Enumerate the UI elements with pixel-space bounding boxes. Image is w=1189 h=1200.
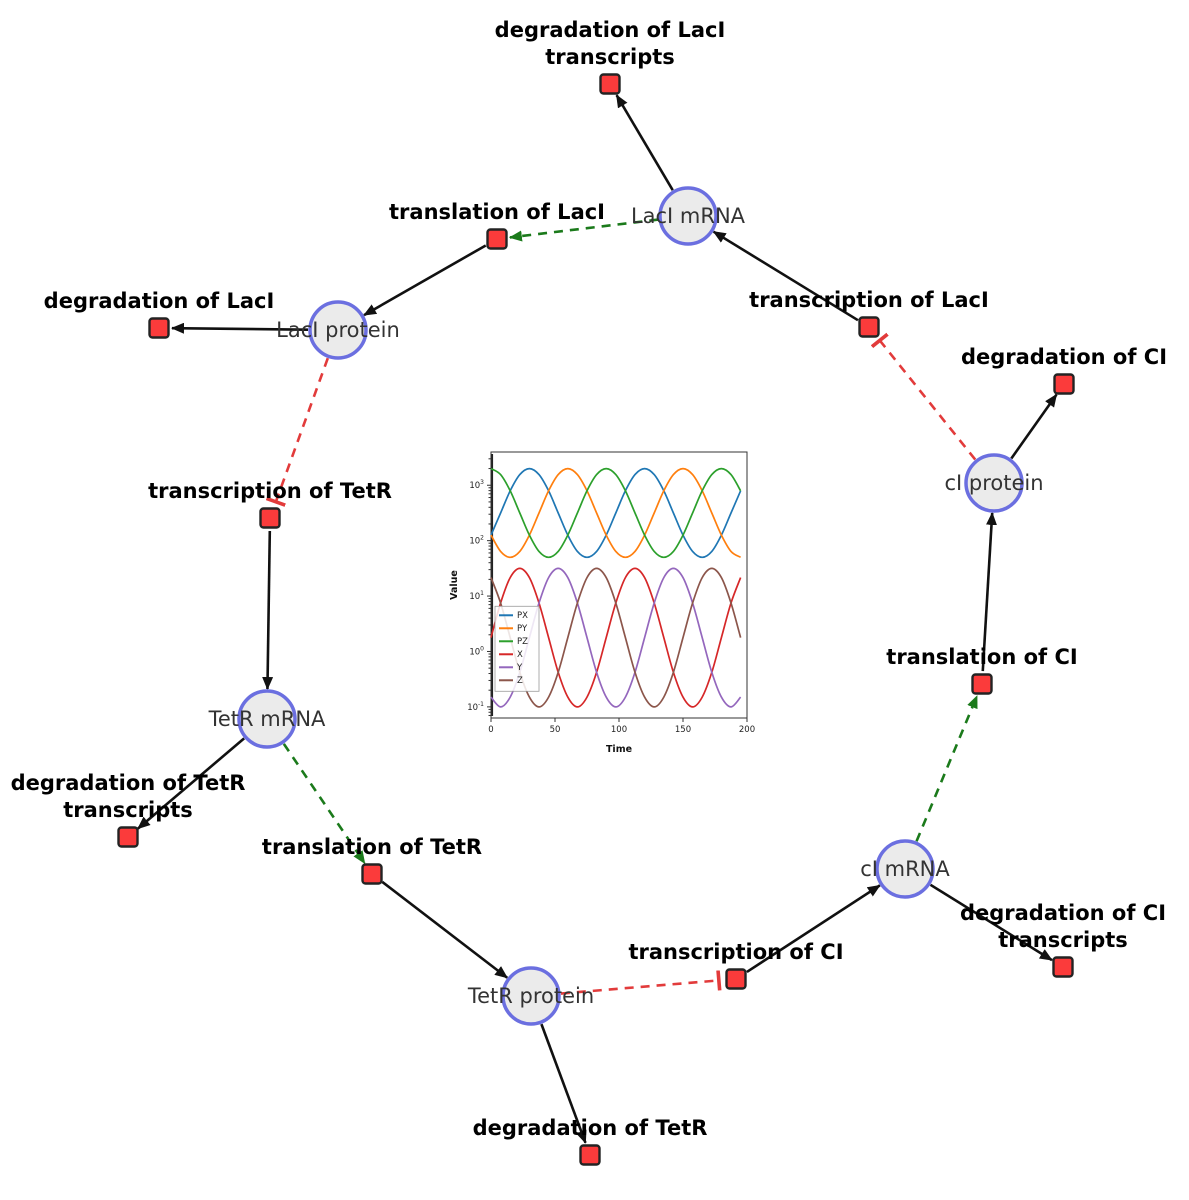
species-label-ci-protein: cI protein (944, 471, 1043, 495)
y-axis-label: Value (449, 570, 460, 600)
species-label-tetr-protein: TetR protein (467, 984, 594, 1008)
edge-production-translation_tetr-to-tetr_protein (381, 880, 508, 979)
legend-box (494, 605, 540, 692)
x-tick-label: 0 (488, 725, 493, 735)
reaction-node-translation-laci (486, 228, 508, 250)
edge-consumption-laci_mrna-to-deg_laci_tx (615, 94, 674, 191)
reaction-label-transcription-tetr: transcription of TetR (148, 479, 392, 503)
species-node-ci-mrna (875, 839, 935, 899)
reaction-node-transcription-ci (725, 968, 747, 990)
edge-modifier-tetr_mrna-to-translation_tetr (282, 743, 366, 865)
species-node-ci-protein (964, 453, 1024, 513)
y-tick-label: 100 (469, 645, 484, 657)
species-label-laci-protein: LacI protein (276, 318, 400, 342)
edge-production-transcription_laci-to-laci_mrna (712, 230, 859, 322)
reaction-label-deg-ci: degradation of CI (961, 345, 1167, 369)
edge-modifier-ci_mrna-to-translation_ci (915, 695, 979, 842)
edges-layer (137, 94, 1058, 1144)
legend-label-pz: PZ (517, 637, 528, 647)
legend-label-x: X (517, 650, 523, 660)
reaction-label-transcription-laci: transcription of LacI (749, 288, 989, 312)
legend-label-px: PX (517, 611, 528, 621)
edge-modifier-laci_mrna-to-translation_laci (508, 218, 659, 242)
legend-label-y: Y (516, 663, 523, 673)
reaction-node-translation-tetr (361, 863, 383, 885)
nodes-layer (117, 73, 1075, 1166)
reaction-node-translation-ci (971, 673, 993, 695)
x-tick-label: 100 (611, 725, 627, 735)
species-label-ci-mrna: cI mRNA (860, 857, 950, 881)
y-tick-label: 10-1 (467, 701, 484, 713)
edge-production-translation_laci-to-laci_protein (363, 244, 487, 317)
edge-consumption-tetr_protein-to-deg_tetr (540, 1023, 587, 1144)
reaction-label-translation-ci: translation of CI (886, 645, 1077, 669)
edge-consumption-tetr_mrna-to-deg_tetr_tx (137, 737, 245, 830)
edge-inhibition-tetr_protein-to-transcription_ci (560, 970, 722, 995)
y-tick-label: 102 (469, 535, 484, 547)
x-tick-label: 150 (675, 725, 691, 735)
series-line-z (490, 567, 742, 708)
reaction-node-transcription-laci (858, 316, 880, 338)
reaction-node-deg-laci (148, 317, 170, 339)
species-node-tetr-protein (501, 966, 561, 1026)
series-line-py (490, 467, 742, 559)
x-tick-label: 200 (739, 725, 755, 735)
reaction-node-transcription-tetr (259, 507, 281, 529)
edge-production-translation_ci-to-ci_protein (981, 511, 997, 672)
species-node-tetr-mrna (237, 689, 297, 749)
edge-production-transcription_ci-to-ci_mrna (746, 884, 881, 973)
reaction-label-deg-tetr: degradation of TetR (473, 1116, 708, 1140)
edge-production-transcription_tetr-to-tetr_mrna (262, 530, 274, 691)
reaction-label-translation-tetr: translation of TetR (262, 835, 482, 859)
reaction-label-translation-laci: translation of LacI (389, 200, 605, 224)
species-label-tetr-mrna: TetR mRNA (208, 707, 326, 731)
reaction-label-deg-laci: degradation of LacI (44, 289, 275, 313)
series-line-pz (490, 467, 742, 559)
reaction-label-transcription-ci: transcription of CI (628, 940, 843, 964)
y-tick-label: 101 (469, 590, 484, 602)
series-line-px (490, 467, 742, 559)
species-node-laci-mrna (658, 186, 718, 246)
reaction-node-deg-ci (1053, 373, 1075, 395)
edge-consumption-laci_protein-to-deg_laci (170, 322, 309, 334)
legend-label-z: Z (517, 676, 523, 686)
edge-consumption-ci_protein-to-deg_ci (1010, 393, 1058, 460)
y-tick-label: 103 (469, 479, 484, 491)
x-tick-label: 50 (550, 725, 561, 735)
species-node-laci-protein (308, 300, 368, 360)
edge-consumption-ci_mrna-to-deg_ci_tx (929, 883, 1053, 962)
x-axis-label: Time (606, 744, 632, 755)
reaction-node-deg-ci-tx (1052, 956, 1074, 978)
species-label-laci-mrna: LacI mRNA (631, 204, 746, 228)
legend-label-py: PY (517, 624, 528, 634)
reaction-node-deg-tetr-tx (117, 826, 139, 848)
reaction-node-deg-laci-tx (599, 73, 621, 95)
reaction-node-deg-tetr (579, 1144, 601, 1166)
